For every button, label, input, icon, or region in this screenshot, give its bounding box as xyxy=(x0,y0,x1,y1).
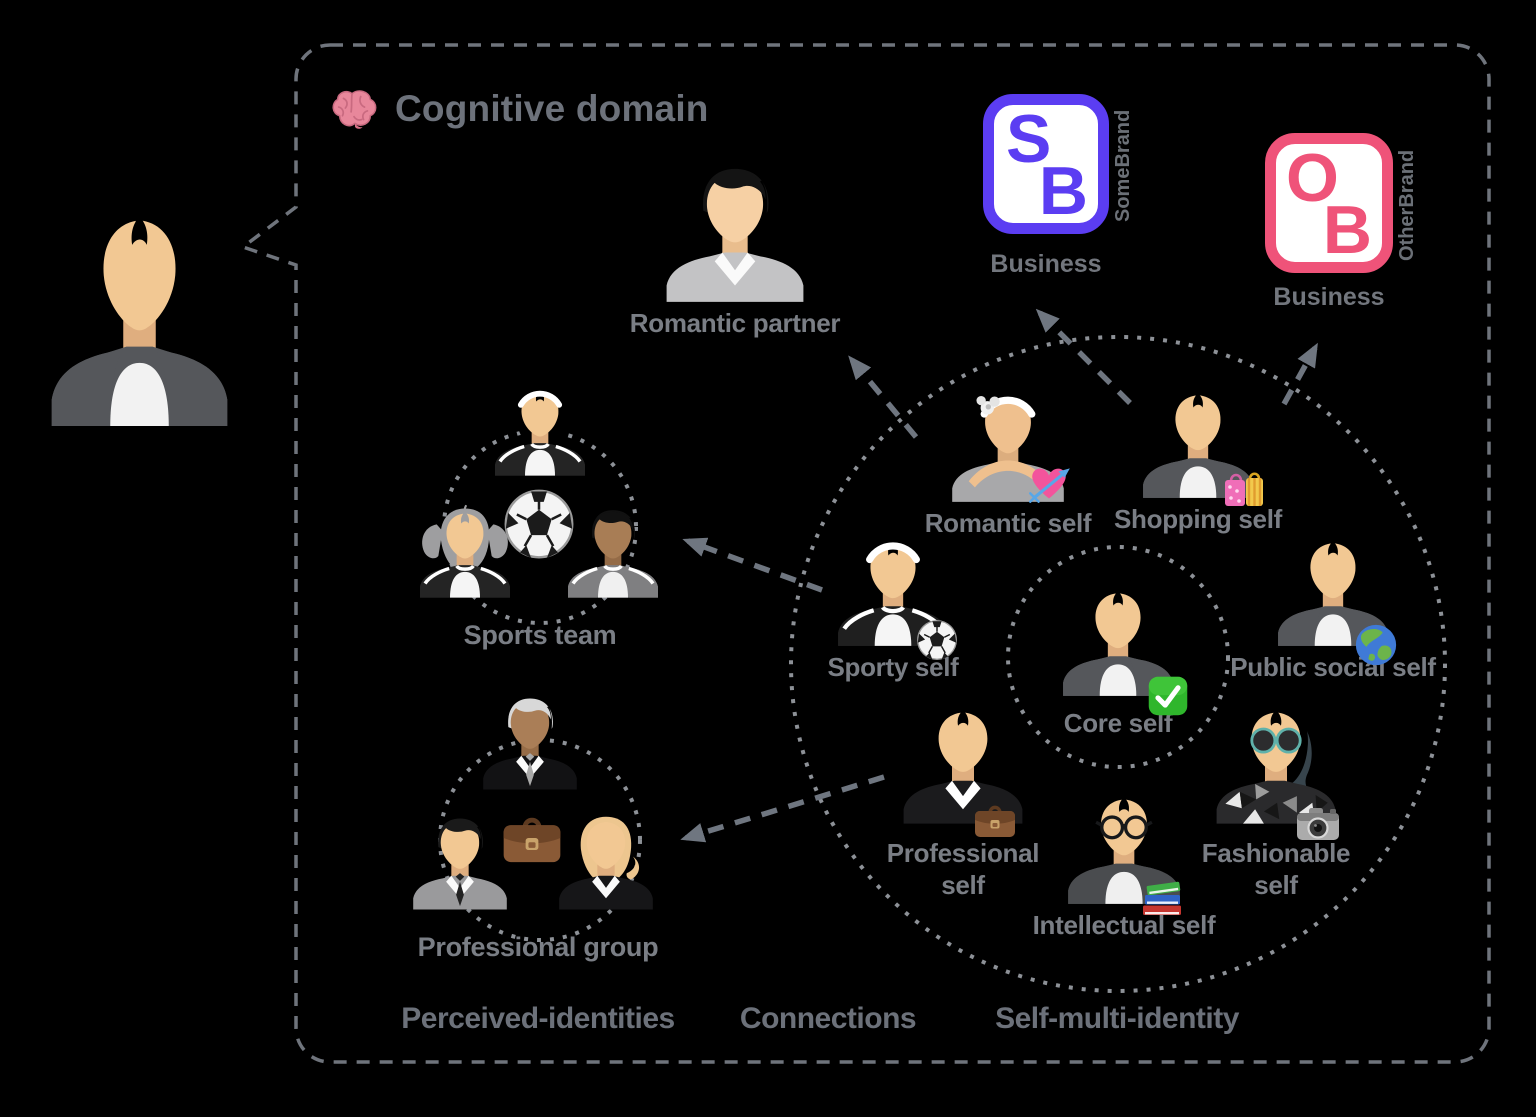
check-mark-icon xyxy=(1146,674,1190,718)
fashionable-self-avatar xyxy=(1210,700,1342,824)
soccer-ball-icon xyxy=(501,486,577,562)
briefcase-icon xyxy=(971,796,1019,844)
otherbrand-letter-b: B xyxy=(1322,192,1372,268)
cognitive-domain-border xyxy=(239,43,1491,1064)
professional-self-label: Professional self xyxy=(886,838,1040,900)
fashionable-self-label: Fashionable self xyxy=(1201,838,1351,900)
otherbrand-business-label: Business xyxy=(1273,283,1385,311)
sports-team-member-right-avatar xyxy=(563,504,663,598)
sporty-self-label: Sporty self xyxy=(827,652,959,682)
node-public-social-self: Public social self xyxy=(1221,532,1445,684)
romantic-partner-label: Romantic partner xyxy=(629,308,841,338)
sports-team-member-top-avatar xyxy=(490,382,590,476)
arrow-to-professional-group xyxy=(680,774,885,843)
node-fashionable-self: Fashionable self xyxy=(1164,700,1388,901)
camera-icon xyxy=(1294,800,1342,848)
arrow-to-somebrand xyxy=(1035,308,1132,405)
heart-with-arrow-icon xyxy=(1024,460,1074,510)
globe-icon xyxy=(1353,622,1399,668)
public-social-self-label: Public social self xyxy=(1230,652,1436,682)
intellectual-self-label: Intellectual self xyxy=(1032,910,1216,940)
somebrand-letter-b: B xyxy=(1038,153,1088,229)
otherbrand-business: O B OtherBrand Business xyxy=(1265,133,1418,311)
node-professional-self: Professional self xyxy=(851,700,1075,901)
node-romantic-partner: Romantic partner xyxy=(625,160,845,340)
core-self-avatar xyxy=(1057,582,1179,696)
node-sports-team: Sports team xyxy=(415,382,665,662)
node-professional-group: Professional group xyxy=(408,692,668,982)
romantic-partner-avatar xyxy=(659,160,811,302)
romantic-self-avatar xyxy=(946,386,1070,502)
somebrand-name: SomeBrand xyxy=(1112,109,1134,223)
otherbrand-letter-o: O xyxy=(1286,140,1339,216)
otherbrand-logo: O B xyxy=(1265,133,1393,273)
arrow-to-sports-team xyxy=(682,537,823,593)
somebrand-logo: S B xyxy=(983,94,1109,234)
section-connections: Connections xyxy=(739,1002,917,1035)
brain-icon xyxy=(327,86,381,132)
section-perceived-identities: Perceived-identities xyxy=(401,1002,675,1035)
self-multi-identity-circle xyxy=(789,335,1447,993)
section-self-multi-identity: Self-multi-identity xyxy=(995,1002,1239,1035)
professional-group-member-left-avatar xyxy=(408,812,512,910)
shopping-self-label: Shopping self xyxy=(1114,504,1282,534)
soccer-ball-icon xyxy=(915,618,959,662)
briefcase-icon xyxy=(498,804,566,872)
sports-team-label: Sports team xyxy=(463,620,617,650)
node-intellectual-self: Intellectual self xyxy=(1012,788,1236,942)
arrow-to-otherbrand xyxy=(1281,342,1318,406)
somebrand-business-label: Business xyxy=(990,250,1102,278)
professional-group-member-right-avatar xyxy=(554,812,658,910)
somebrand-business: S B SomeBrand Business xyxy=(983,94,1134,278)
professional-group-member-top-avatar xyxy=(478,692,582,790)
node-romantic-self: Romantic self xyxy=(896,386,1120,540)
romantic-self-label: Romantic self xyxy=(924,508,1092,538)
professional-group-label: Professional group xyxy=(417,932,659,962)
otherbrand-name: OtherBrand xyxy=(1396,149,1418,261)
somebrand-letter-s: S xyxy=(1006,101,1052,177)
node-sporty-self: Sporty self xyxy=(781,532,1005,684)
books-icon xyxy=(1138,872,1186,920)
core-self-label: Core self xyxy=(1063,708,1173,738)
cognitive-domain-label: Cognitive domain xyxy=(395,88,709,129)
perceiving-person-avatar xyxy=(42,198,237,426)
sports-team-member-left-avatar xyxy=(415,504,515,598)
node-shopping-self: Shopping self xyxy=(1086,384,1310,536)
core-self-circle xyxy=(1006,545,1230,769)
shopping-bags-icon xyxy=(1220,464,1268,512)
perceiving-person xyxy=(42,198,237,426)
cognitive-domain-title: Cognitive domain xyxy=(327,86,709,132)
node-core-self: Core self xyxy=(1006,582,1230,740)
